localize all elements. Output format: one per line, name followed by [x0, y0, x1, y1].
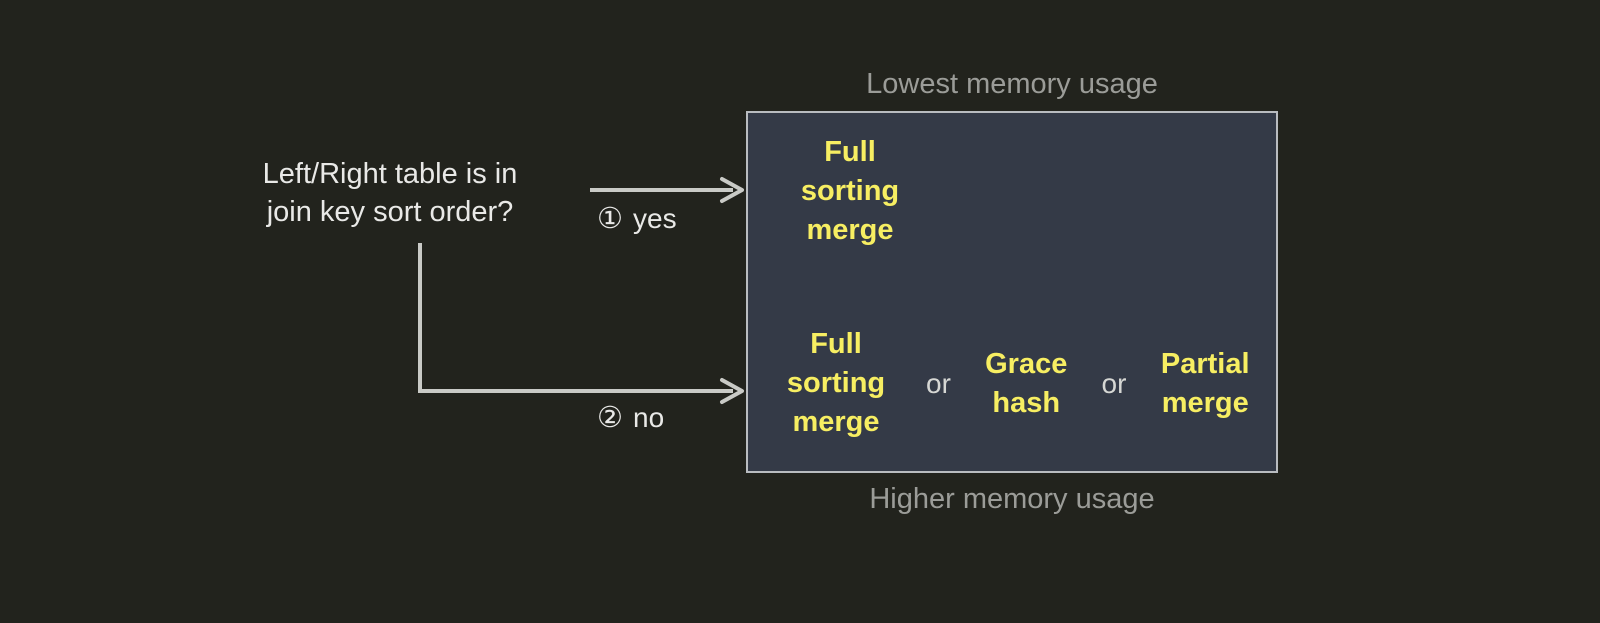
branch-text-yes: yes	[633, 203, 677, 234]
join-strategy-panel: Full sorting merge Full sorting merge or…	[746, 111, 1278, 473]
option-row-unsorted: Full sorting merge or Grace hash or Part…	[760, 325, 1270, 442]
branch-marker-2: ②	[597, 402, 623, 434]
option-separator-1: or	[926, 367, 951, 399]
memory-usage-caption-bottom: Higher memory usage	[869, 483, 1155, 515]
branch-label-no: ② no	[597, 402, 664, 434]
option-full-sorting-merge-sorted: Full sorting merge	[800, 136, 900, 246]
branch-label-yes: ① yes	[597, 203, 677, 235]
decision-question-text: Left/Right table is in join key sort ord…	[262, 158, 518, 228]
option-partial-merge: Partial merge	[1160, 347, 1250, 419]
memory-usage-caption-top: Lowest memory usage	[866, 68, 1158, 100]
option-full-sorting-merge-unsorted: Full sorting merge	[786, 328, 886, 438]
option-separator-2: or	[1101, 367, 1127, 399]
option-row-sorted: Full sorting merge	[760, 133, 960, 250]
branch-text-no: no	[633, 402, 665, 433]
branch-marker-1: ①	[597, 203, 623, 235]
option-grace-hash: Grace hash	[985, 347, 1068, 419]
